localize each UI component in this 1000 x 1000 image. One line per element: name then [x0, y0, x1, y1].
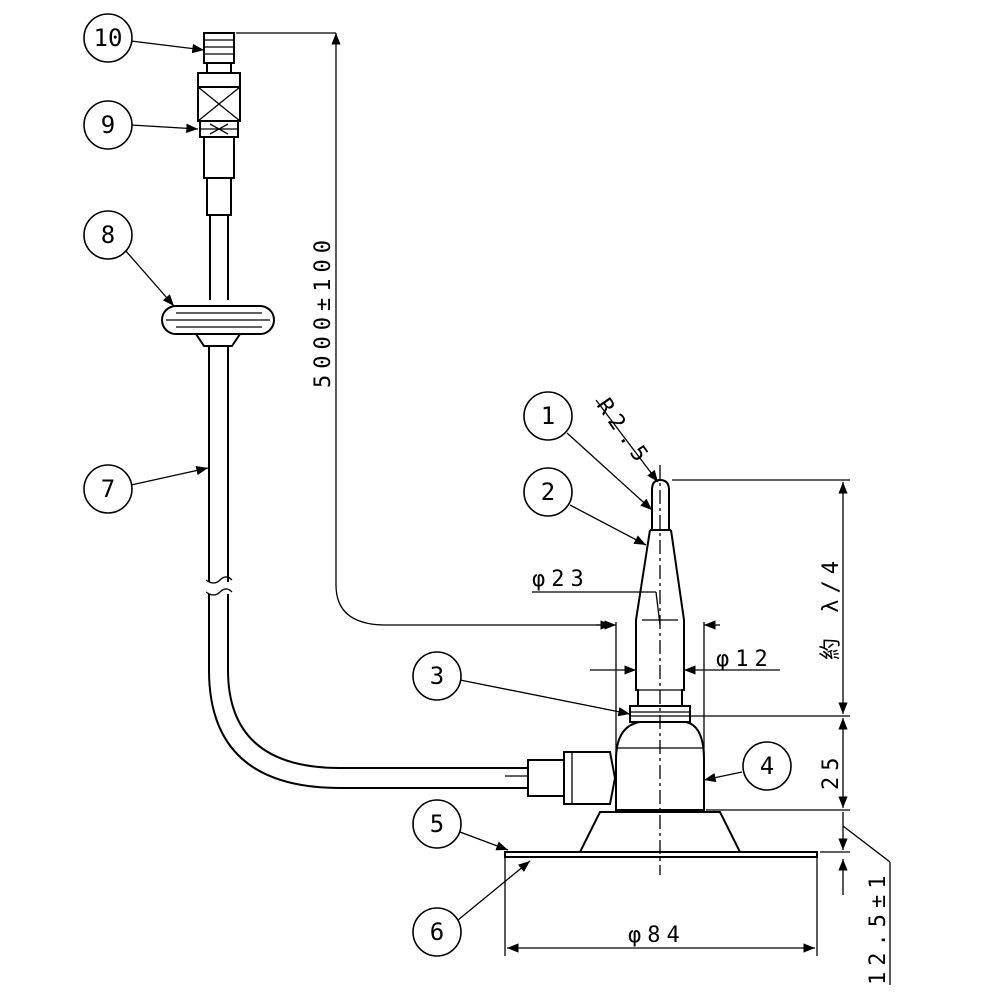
- coaxial-cable: [205, 346, 528, 789]
- svg-text:3: 3: [430, 662, 444, 690]
- dimension-text-base-thickness: 12.5±1: [866, 870, 891, 985]
- grommet: [161, 305, 275, 347]
- dimension-text-dia-12: φ12: [716, 647, 774, 672]
- dimension-radius: R2.5: [591, 394, 659, 483]
- svg-text:4: 4: [760, 752, 774, 780]
- callout-3: 3: [412, 651, 462, 701]
- svg-text:10: 10: [94, 24, 123, 52]
- svg-text:2: 2: [541, 478, 555, 506]
- svg-text:7: 7: [101, 475, 115, 503]
- leader-lines: [124, 40, 743, 921]
- svg-text:5: 5: [430, 810, 444, 838]
- dimension-dia-84: φ84: [504, 858, 818, 956]
- dimension-text-25: 25: [819, 752, 844, 791]
- sma-connector: [203, 32, 235, 74]
- cable-entry: [505, 751, 617, 805]
- dimension-dia-23: φ23: [532, 567, 720, 760]
- cable-upper: [209, 215, 229, 300]
- callout-7: 7: [83, 464, 133, 514]
- callout-6: 6: [412, 907, 462, 957]
- callout-10: 10: [83, 13, 133, 63]
- svg-text:9: 9: [101, 111, 115, 139]
- callout-9: 9: [83, 100, 133, 150]
- svg-text:8: 8: [101, 221, 115, 249]
- dimension-text-lambda: 約 λ/4: [819, 555, 844, 660]
- svg-text:1: 1: [541, 402, 555, 430]
- dimension-text-radius: R2.5: [591, 394, 656, 471]
- dimension-cable-length: 5000±100: [236, 32, 612, 630]
- callout-1: 1: [523, 391, 573, 441]
- dimension-base-thickness: 12.5±1: [820, 812, 891, 985]
- crimp-sleeve: [197, 72, 241, 216]
- callout-4: 4: [742, 741, 792, 791]
- dimension-text-dia-84: φ84: [628, 923, 686, 948]
- callout-5: 5: [412, 799, 462, 849]
- dimension-text-cable-length: 5000±100: [311, 234, 336, 388]
- svg-text:6: 6: [430, 918, 444, 946]
- callout-2: 2: [523, 467, 573, 517]
- dimension-dia-12: φ12: [590, 647, 780, 675]
- callout-8: 8: [83, 210, 133, 260]
- dimension-text-dia-23: φ23: [532, 567, 590, 592]
- dimension-heights: 約 λ/4 25: [672, 479, 850, 811]
